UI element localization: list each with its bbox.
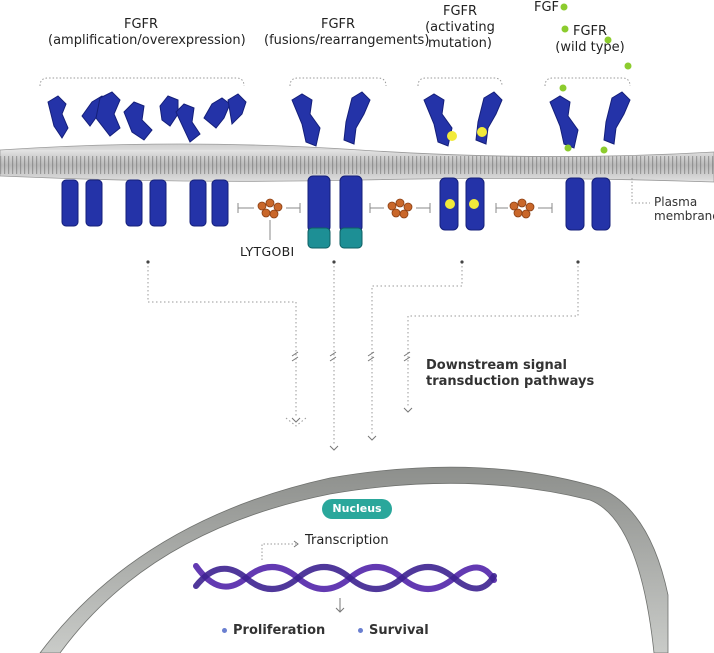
dna-output-arrow <box>335 598 345 613</box>
fgf-ligands <box>559 3 632 154</box>
fusion-partner-left <box>307 227 331 249</box>
mutation-site-bottom-left <box>445 199 455 209</box>
membrane-label: Plasma membrane <box>654 195 714 223</box>
mutation-site-top-left <box>447 131 457 141</box>
membrane-leader <box>631 178 650 204</box>
drug-molecule-3 <box>509 198 535 219</box>
receptor-group-wild-type <box>549 91 631 231</box>
group-label-fusions: FGFR (fusions/rearrangements) <box>264 17 430 48</box>
group-brackets <box>39 77 631 87</box>
outcome-proliferation: Proliferation <box>222 623 325 638</box>
drug-molecule-2 <box>387 198 413 219</box>
transcription-label: Transcription <box>305 533 389 548</box>
group-label-wild-type: FGFR (wild type) <box>555 24 625 55</box>
receptor-group-amplification <box>47 91 247 227</box>
bullet-dot <box>222 628 227 633</box>
mutation-site-top-right <box>477 127 487 137</box>
nucleus-badge: Nucleus <box>322 499 392 519</box>
pathway-arrowheads <box>291 351 413 451</box>
group-label-amplification: FGFR (amplification/overexpression) <box>48 17 246 48</box>
inhibitor-molecules <box>237 198 553 240</box>
signal-pathways <box>146 260 580 446</box>
ligand-label: FGF <box>534 0 560 15</box>
nuclear-envelope <box>39 466 669 653</box>
plasma-membrane <box>0 143 714 183</box>
group-label-activating-mutation: FGFR (activating mutation) <box>425 4 495 51</box>
receptor-group-fusions <box>291 91 371 249</box>
bullet-dot <box>358 628 363 633</box>
mutation-site-bottom-right <box>469 199 479 209</box>
receptor-group-activating-mutation <box>423 91 503 231</box>
pathway-label: Downstream signal transduction pathways <box>426 358 595 389</box>
fusion-partner-right <box>339 227 363 249</box>
drug-label: LYTGOBI <box>240 244 295 259</box>
ligand-legend-dot <box>560 3 568 11</box>
transcription-arrow <box>261 543 296 560</box>
outcome-survival: Survival <box>358 623 429 638</box>
drug-molecule-1 <box>257 198 283 219</box>
dna-helix <box>193 563 497 592</box>
